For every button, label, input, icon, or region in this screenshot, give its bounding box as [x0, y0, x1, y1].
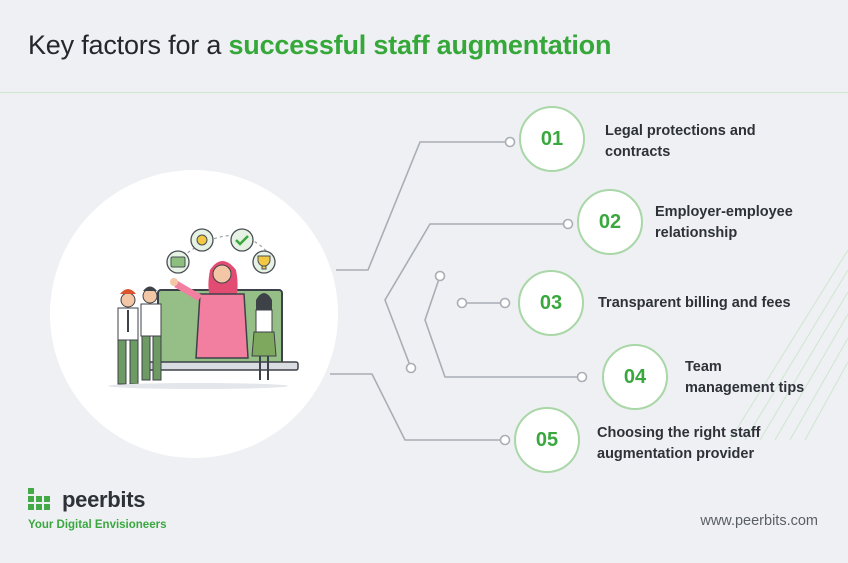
- factor-number-02: 02: [577, 189, 643, 255]
- factor-line2: relationship: [655, 225, 738, 241]
- factor-text-02: Employer-employee relationship: [655, 202, 793, 244]
- factor-text-03: Transparent billing and fees: [598, 293, 791, 314]
- factor-text-01: Legal protections and contracts: [605, 121, 756, 163]
- connector-lines: [330, 141, 582, 441]
- hero-circle: [50, 170, 338, 458]
- factor-number-03: 03: [518, 270, 584, 336]
- factor-number-01: 01: [519, 106, 585, 172]
- factor-text-04: Team management tips: [685, 357, 804, 399]
- gear-icon: [190, 228, 214, 252]
- money-icon: [166, 250, 190, 274]
- title-prefix: Key factors for a: [28, 30, 229, 60]
- factor-number-05: 05: [514, 407, 580, 473]
- website-link[interactable]: www.peerbits.com: [700, 513, 818, 529]
- factor-line1: Transparent billing and fees: [598, 295, 791, 311]
- header-divider: [0, 92, 848, 93]
- presenter-illustration: [108, 228, 299, 389]
- factor-line2: augmentation provider: [597, 446, 755, 462]
- page-title: Key factors for a successful staff augme…: [28, 30, 611, 61]
- title-highlight: successful staff augmentation: [228, 30, 612, 60]
- factor-text-05: Choosing the right staff augmentation pr…: [597, 423, 761, 465]
- peerbits-logo-icon: [28, 488, 56, 512]
- brand-name: peerbits: [62, 487, 146, 512]
- factor-line2: management tips: [685, 380, 805, 396]
- factor-number-04: 04: [602, 344, 668, 410]
- brand-logo: peerbits: [28, 487, 145, 513]
- factor-line2: contracts: [605, 144, 671, 160]
- brand-tagline: Your Digital Envisioneers: [28, 519, 167, 531]
- check-icon: [230, 228, 254, 252]
- factor-line1: Team: [685, 359, 722, 375]
- factor-line1: Employer-employee: [655, 204, 793, 220]
- factor-line1: Choosing the right staff: [597, 425, 761, 441]
- trophy-icon: [252, 250, 276, 274]
- factor-line1: Legal protections and: [605, 123, 756, 139]
